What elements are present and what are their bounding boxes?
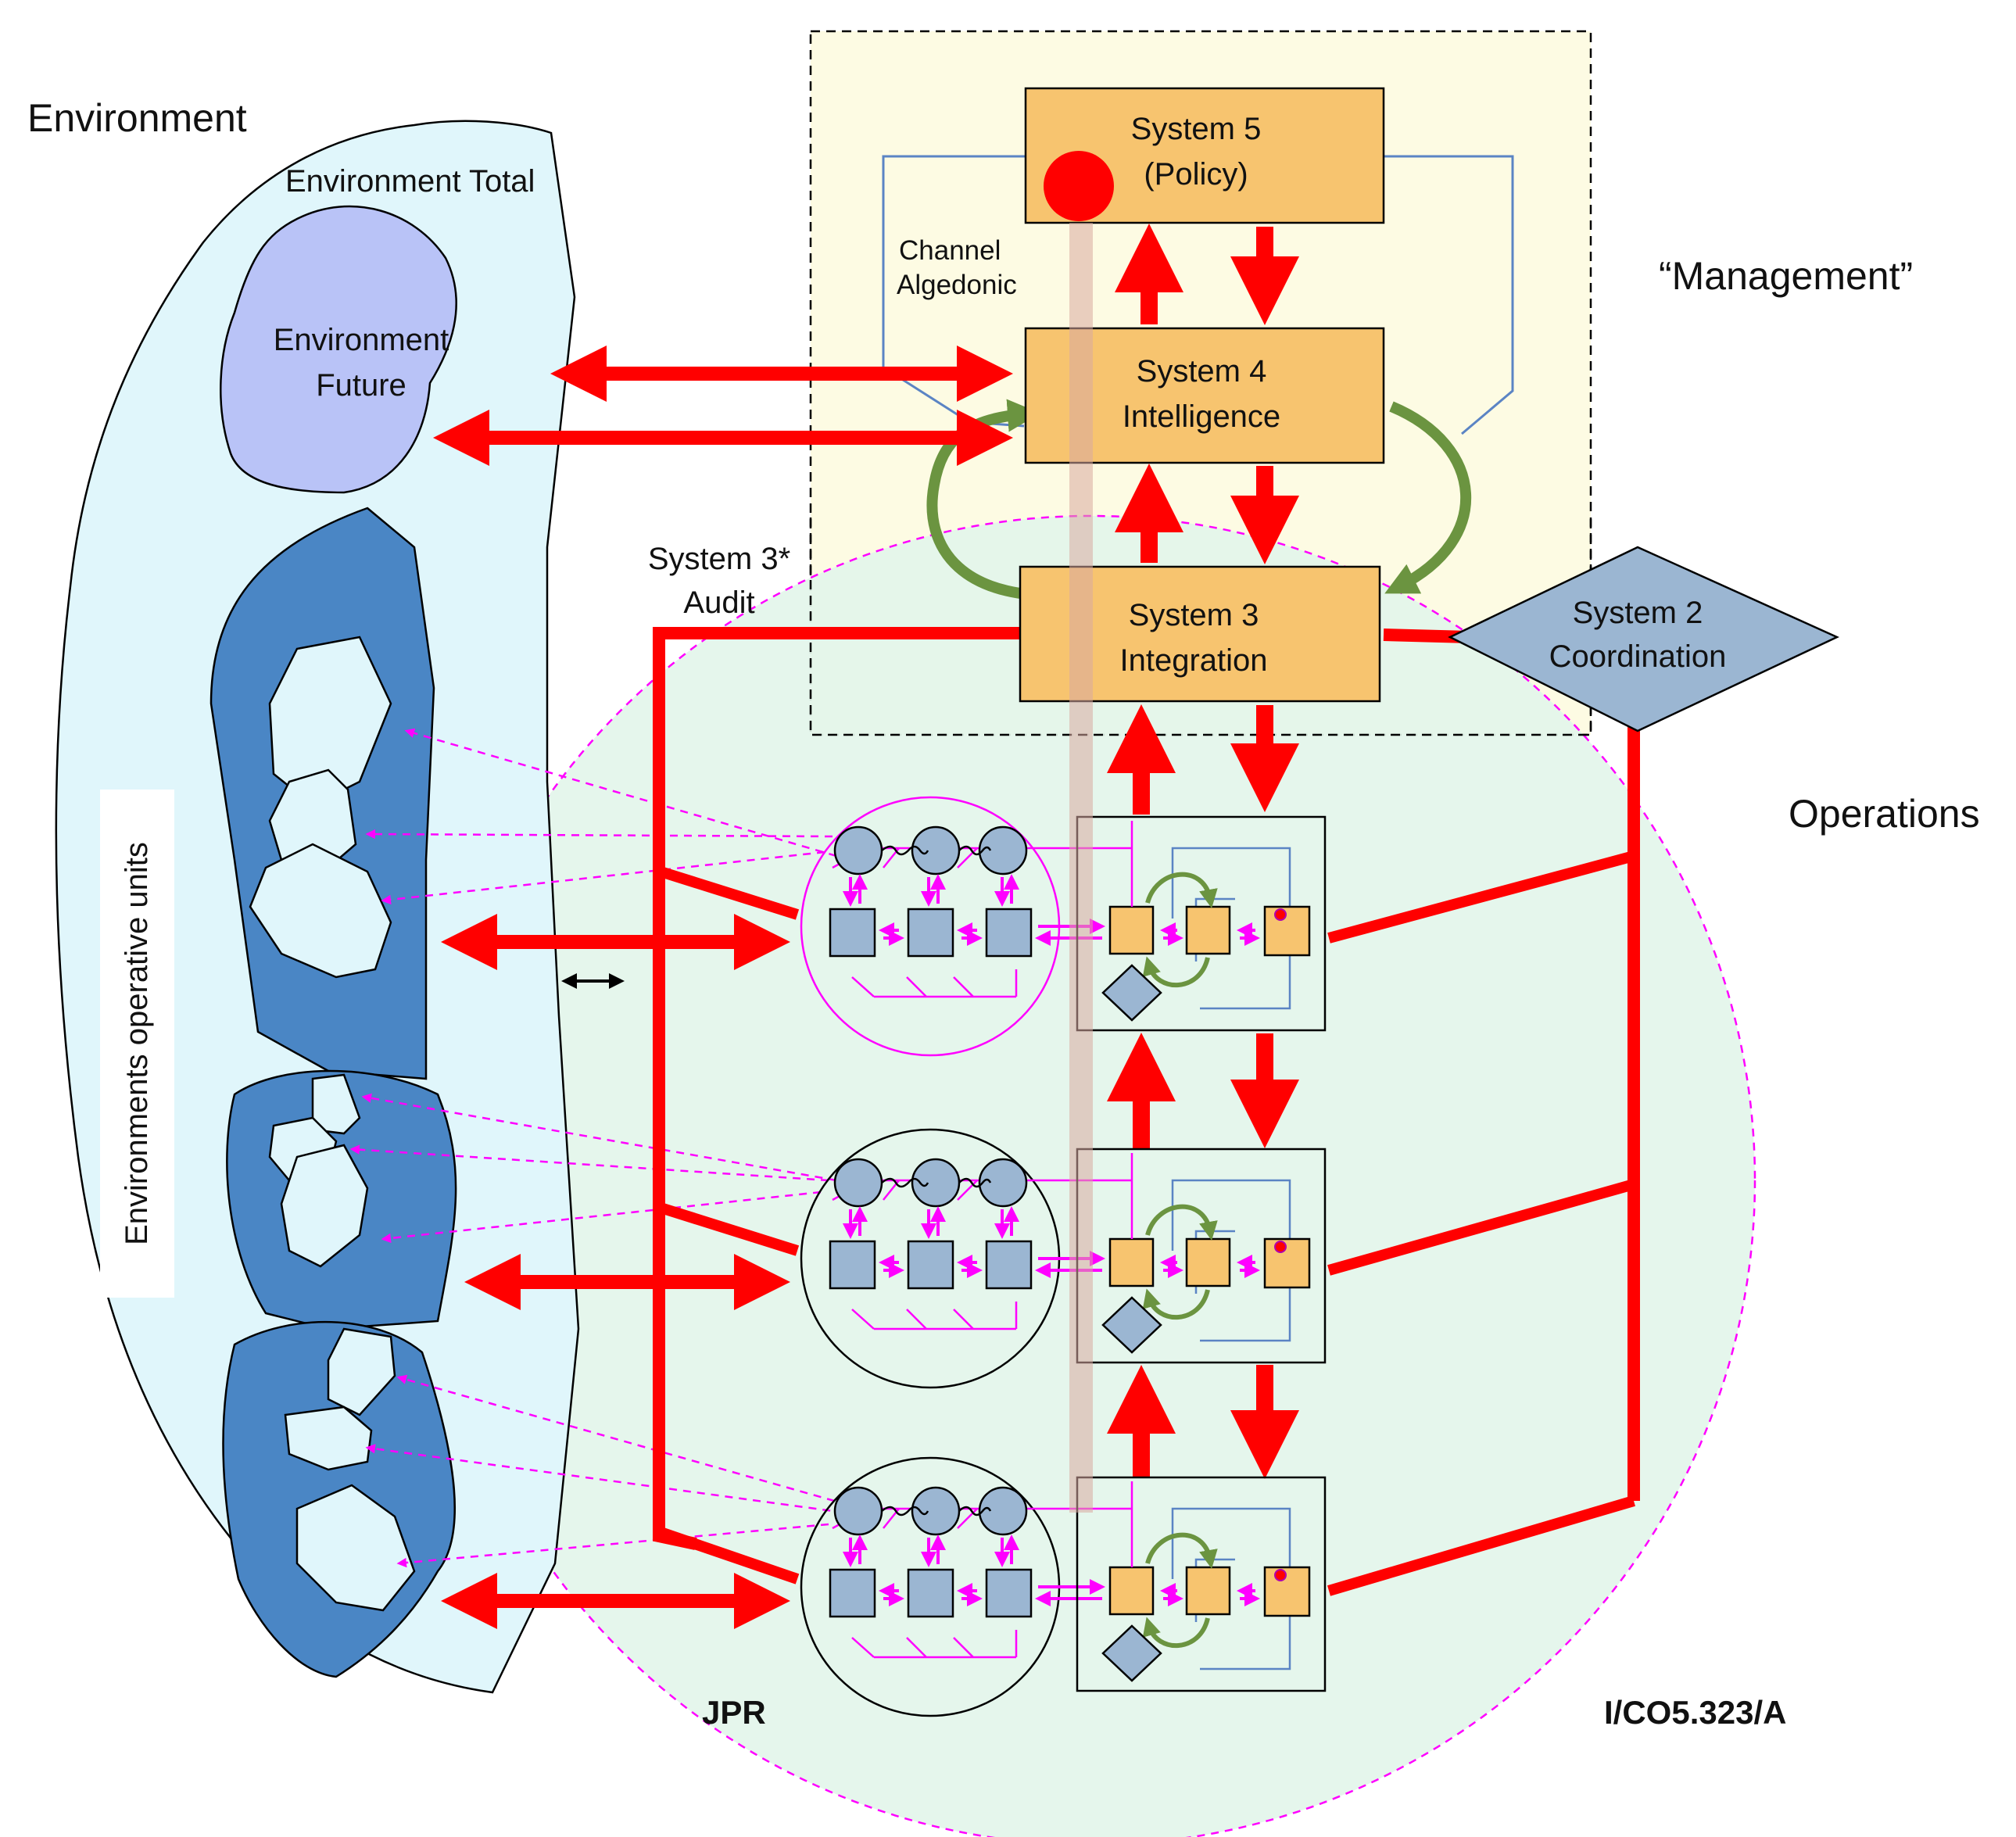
system4-title: System 4 (1137, 354, 1267, 389)
environment-system4-links (433, 346, 1013, 466)
management-label: “Management” (1659, 254, 1913, 298)
system5-subtitle: (Policy) (1144, 157, 1248, 192)
environment-operations-links (441, 914, 790, 1629)
system4-subtitle: Intelligence (1123, 399, 1280, 434)
operative-units-label-bg (100, 790, 174, 1298)
environment-operative-units (209, 507, 457, 1678)
system2-subtitle: Coordination (1549, 639, 1727, 674)
operational-unit-2 (800, 1128, 1325, 1389)
code-label: I/CO5.323/A (1604, 1694, 1786, 1731)
system5-title: System 5 (1131, 112, 1262, 146)
system2-diamond: System 2 Coordination (1448, 546, 1839, 732)
channel-algedonic-label-line1: Channel (899, 235, 1001, 266)
environment-future-shape (220, 205, 457, 494)
system3-title: System 3 (1129, 598, 1259, 632)
operational-unit-1 (800, 796, 1325, 1057)
system-links (1107, 224, 1299, 1479)
operational-unit-3 (800, 1456, 1325, 1717)
system5-box: System 5 (Policy) (1024, 87, 1385, 224)
author-label: JPR (702, 1694, 766, 1731)
system3-subtitle: Integration (1119, 643, 1267, 678)
environment-links (349, 728, 849, 1568)
operations-label: Operations (1789, 792, 1980, 836)
system3star-label-line2: Audit (683, 585, 754, 620)
algedonic-channel (1069, 223, 1093, 1513)
system3star-label-line1: System 3* (648, 542, 790, 576)
algedonic-alarm-icon (1044, 151, 1114, 221)
environment-label: Environment (27, 96, 247, 140)
environment-future-label-line1: Environment (274, 323, 449, 357)
system2-title: System 2 (1573, 596, 1703, 630)
environment-future-label-line2: Future (316, 368, 406, 403)
green-loop-right (1384, 401, 1471, 594)
environment-total-label: Environment Total (285, 164, 535, 199)
operative-units-label: Environments operative units (120, 842, 154, 1245)
channel-algedonic-label-line2: Algedonic (897, 270, 1017, 300)
